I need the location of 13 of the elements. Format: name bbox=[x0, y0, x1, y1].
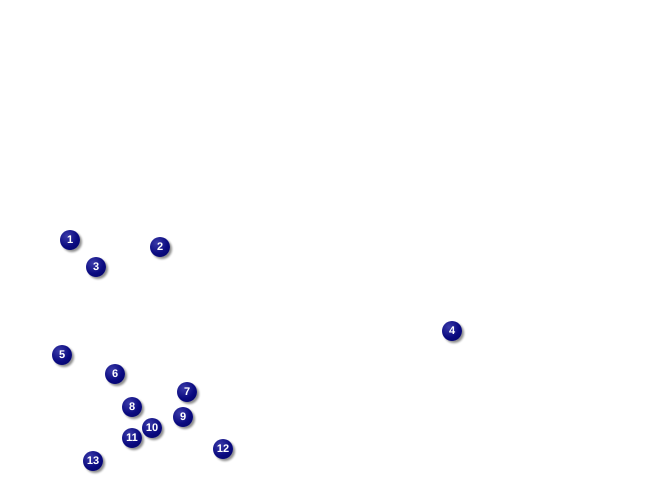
callout-number: 11 bbox=[122, 428, 142, 448]
callout-number: 9 bbox=[173, 407, 193, 427]
callout-number: 8 bbox=[122, 397, 142, 417]
callout-number: 13 bbox=[83, 451, 103, 471]
callout-number: 5 bbox=[52, 345, 72, 365]
callout-number: 12 bbox=[213, 439, 233, 459]
callout-number: 6 bbox=[105, 364, 125, 384]
callout-number: 7 bbox=[177, 382, 197, 402]
callout-number: 4 bbox=[442, 321, 462, 341]
callout-number: 1 bbox=[60, 230, 80, 250]
callout-number: 3 bbox=[86, 257, 106, 277]
callout-number: 10 bbox=[142, 418, 162, 438]
callout-number: 2 bbox=[150, 237, 170, 257]
